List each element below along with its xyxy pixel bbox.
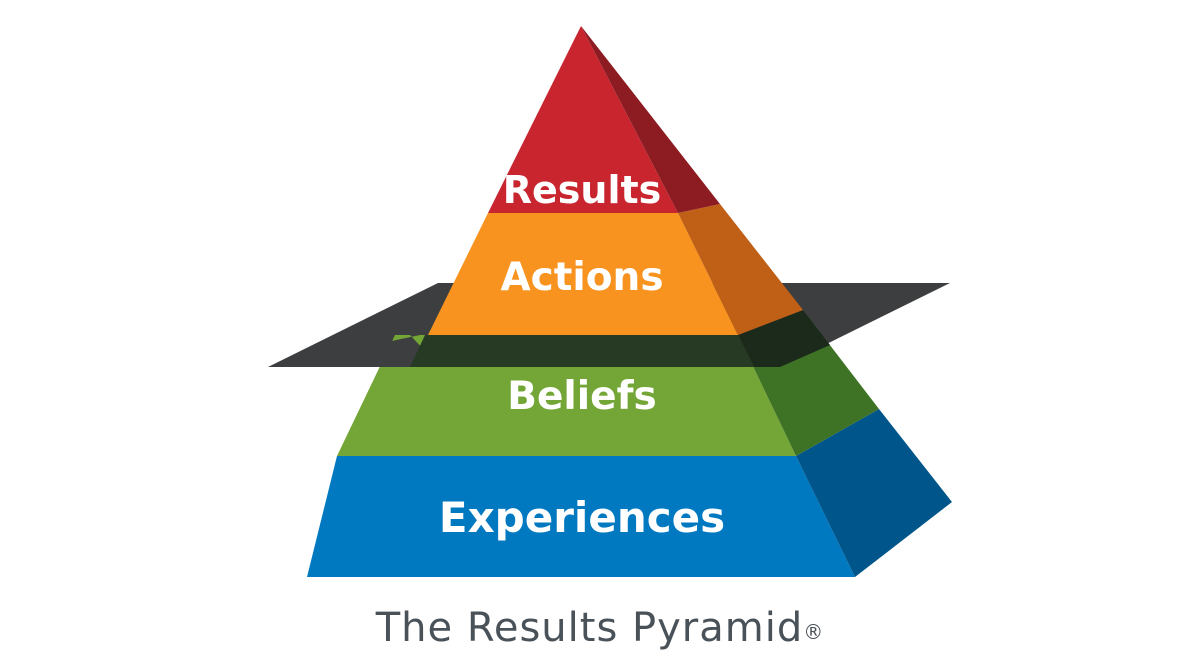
tier-label-actions: Actions (500, 255, 663, 300)
caption-text: The Results Pyramid (375, 605, 804, 651)
plane-front (268, 335, 440, 367)
tier-label-beliefs: Beliefs (507, 374, 657, 419)
tier-label-results: Results (503, 168, 662, 212)
tier-results-side (581, 26, 720, 213)
tier-experiences-front (307, 456, 855, 577)
results-pyramid-diagram: Results Actions Beliefs Experiences (268, 26, 952, 577)
tier-experiences-side (796, 409, 952, 577)
tier-results-front (488, 26, 678, 213)
registered-mark: ® (803, 620, 825, 644)
tier-actions-side (678, 204, 803, 335)
tier-actions-front (428, 213, 738, 335)
plane-cut-front (410, 335, 754, 367)
tier-label-experiences: Experiences (439, 493, 725, 542)
diagram-caption: The Results Pyramid® (0, 604, 1200, 652)
plane-cut-side (738, 310, 830, 367)
